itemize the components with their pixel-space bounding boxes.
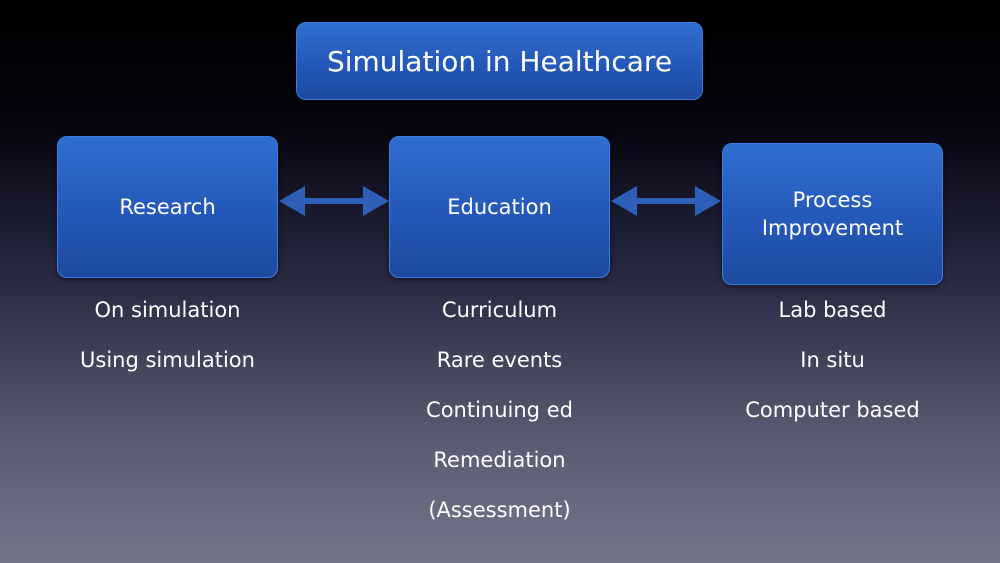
list-item: Rare events: [436, 348, 563, 372]
list-item: Continuing ed: [426, 398, 573, 422]
list-item: In situ: [800, 348, 865, 372]
list-item: (Assessment): [428, 498, 571, 522]
research-label: Research: [119, 195, 216, 219]
process-improvement-items: Lab based In situ Computer based: [705, 297, 960, 447]
list-item: On simulation: [94, 298, 241, 322]
research-items: On simulation Using simulation: [40, 297, 295, 397]
education-items: Curriculum Rare events Continuing ed Rem…: [372, 297, 627, 547]
arrow-education-process: [611, 186, 721, 216]
list-item: Lab based: [778, 298, 887, 322]
list-item: Curriculum: [441, 298, 558, 322]
education-box: Education: [389, 136, 610, 278]
arrow-research-education: [279, 186, 389, 216]
list-item: Remediation: [433, 448, 566, 472]
list-item: Using simulation: [80, 348, 255, 372]
education-label: Education: [447, 195, 552, 219]
diagram-title: Simulation in Healthcare: [326, 44, 673, 78]
title-box: Simulation in Healthcare: [296, 22, 703, 100]
process-improvement-box: Process Improvement: [722, 143, 943, 285]
process-improvement-label: Process Improvement: [761, 188, 904, 240]
list-item: Computer based: [745, 398, 920, 422]
research-box: Research: [57, 136, 278, 278]
